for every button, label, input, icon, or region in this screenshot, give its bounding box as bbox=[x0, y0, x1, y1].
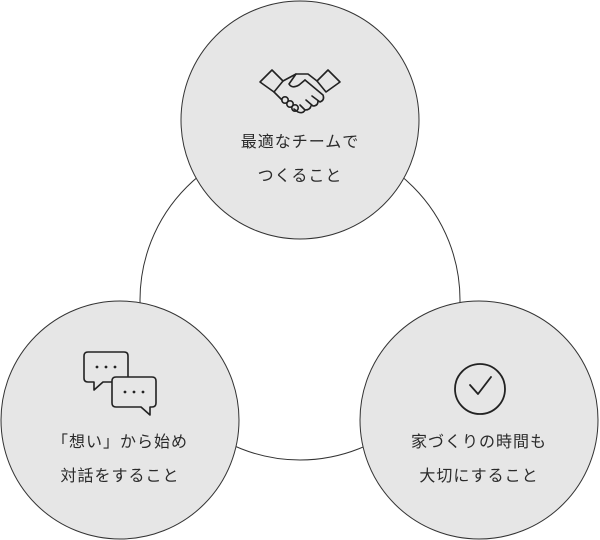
node-dialogue-line1: 「想い」から始め bbox=[51, 432, 188, 451]
node-circle-dialogue bbox=[0, 300, 240, 540]
node-dialogue-line2: 対話をすること bbox=[60, 466, 180, 485]
node-team-line1: 最適なチームで bbox=[240, 132, 360, 151]
node-team-line2: つくること bbox=[257, 166, 343, 185]
node-circle-team bbox=[180, 0, 420, 240]
node-time-line2: 大切にすること bbox=[419, 466, 539, 485]
node-circle-time bbox=[359, 300, 599, 540]
speech-bubbles-icon bbox=[83, 351, 157, 416]
node-label-team: 最適なチームで つくること bbox=[180, 125, 420, 193]
node-label-dialogue: 「想い」から始め 対話をすること bbox=[0, 425, 240, 493]
node-label-time: 家づくりの時間も 大切にすること bbox=[359, 425, 599, 493]
node-time-line1: 家づくりの時間も bbox=[410, 432, 547, 451]
speech-dots bbox=[95, 365, 145, 394]
clock-icon bbox=[454, 363, 506, 415]
handshake-icon bbox=[259, 69, 341, 114]
